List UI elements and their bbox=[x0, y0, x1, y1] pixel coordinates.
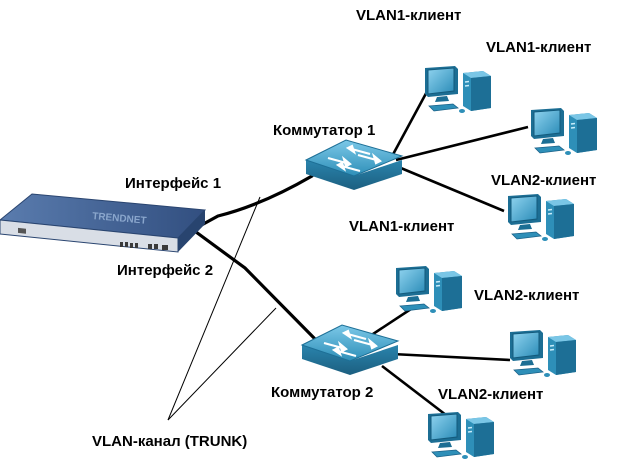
router-device: TRENDNET bbox=[0, 193, 207, 253]
label-client-top-a: VLAN1-клиент bbox=[356, 7, 462, 24]
trunk-links bbox=[194, 174, 318, 342]
client-links bbox=[369, 85, 529, 417]
computer-icon bbox=[424, 65, 492, 114]
computer-icon bbox=[530, 107, 598, 156]
label-switch-1: Коммутатор 1 bbox=[273, 122, 376, 139]
label-interface-2: Интерфейс 2 bbox=[117, 262, 214, 279]
computer-icon bbox=[427, 411, 495, 460]
trunk-pointer-lines bbox=[167, 196, 277, 421]
computer-icon bbox=[509, 329, 577, 378]
label-client-mid-vlan2: VLAN2-клиент bbox=[491, 172, 597, 189]
label-switch-2: Коммутатор 2 bbox=[271, 384, 374, 401]
router-brand: TRENDNET bbox=[92, 211, 147, 227]
label-client-top-b: VLAN1-клиент bbox=[486, 39, 592, 56]
label-interface-1: Интерфейс 1 bbox=[125, 175, 222, 192]
label-client-mid-vlan1: VLAN1-клиент bbox=[349, 218, 455, 235]
computer-icon bbox=[395, 265, 463, 314]
label-client-low-b: VLAN2-клиент bbox=[438, 386, 544, 403]
computer-icon bbox=[507, 193, 575, 242]
switch-1-icon bbox=[304, 138, 404, 192]
label-trunk: VLAN-канал (TRUNK) bbox=[92, 433, 248, 450]
label-client-low-a: VLAN2-клиент bbox=[474, 287, 580, 304]
